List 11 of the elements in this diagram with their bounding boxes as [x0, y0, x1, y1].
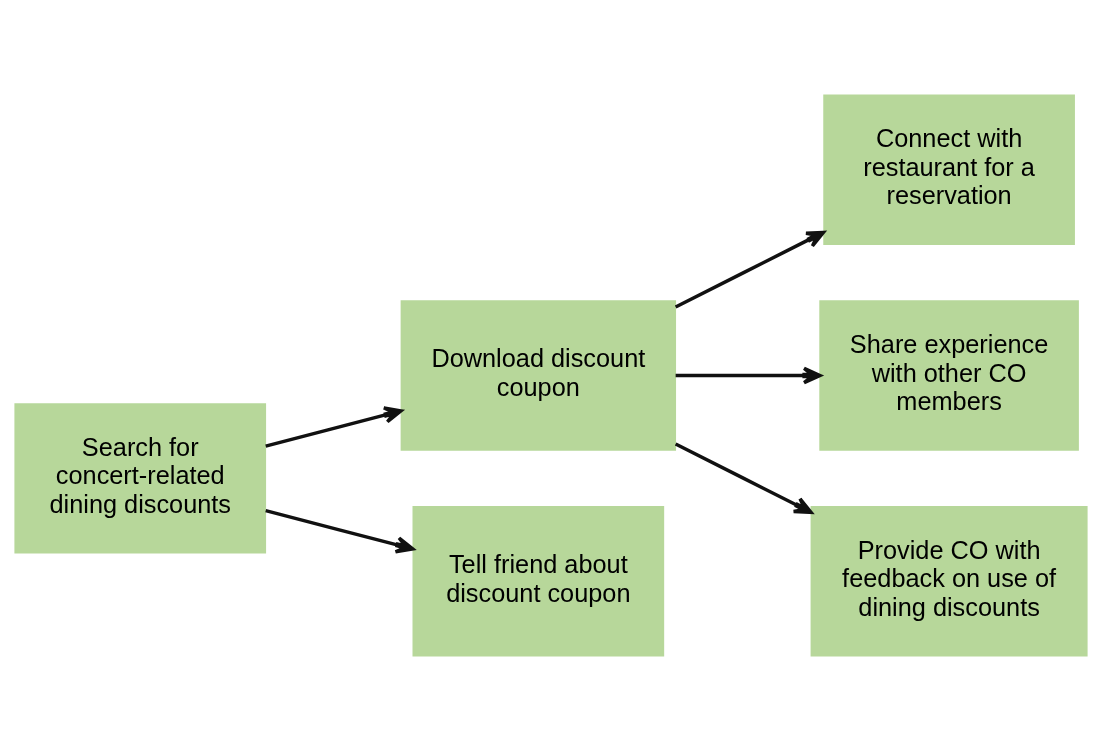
node-box: Tell friend about discount coupon: [412, 505, 665, 656]
arrow: [265, 508, 415, 554]
arrow: [265, 405, 403, 448]
node-box: Share experience with other CO members: [819, 299, 1079, 451]
arrow: [674, 230, 826, 309]
node-box: Download discount coupon: [400, 299, 677, 451]
arrow: [674, 441, 813, 514]
node-box: Search for concert-related dining discounts: [14, 402, 267, 554]
node-box: Connect with restaurant for a reservation: [823, 94, 1075, 245]
arrow: [675, 366, 822, 384]
node-box: Provide CO with feedback on use of dining discounts: [810, 505, 1088, 656]
